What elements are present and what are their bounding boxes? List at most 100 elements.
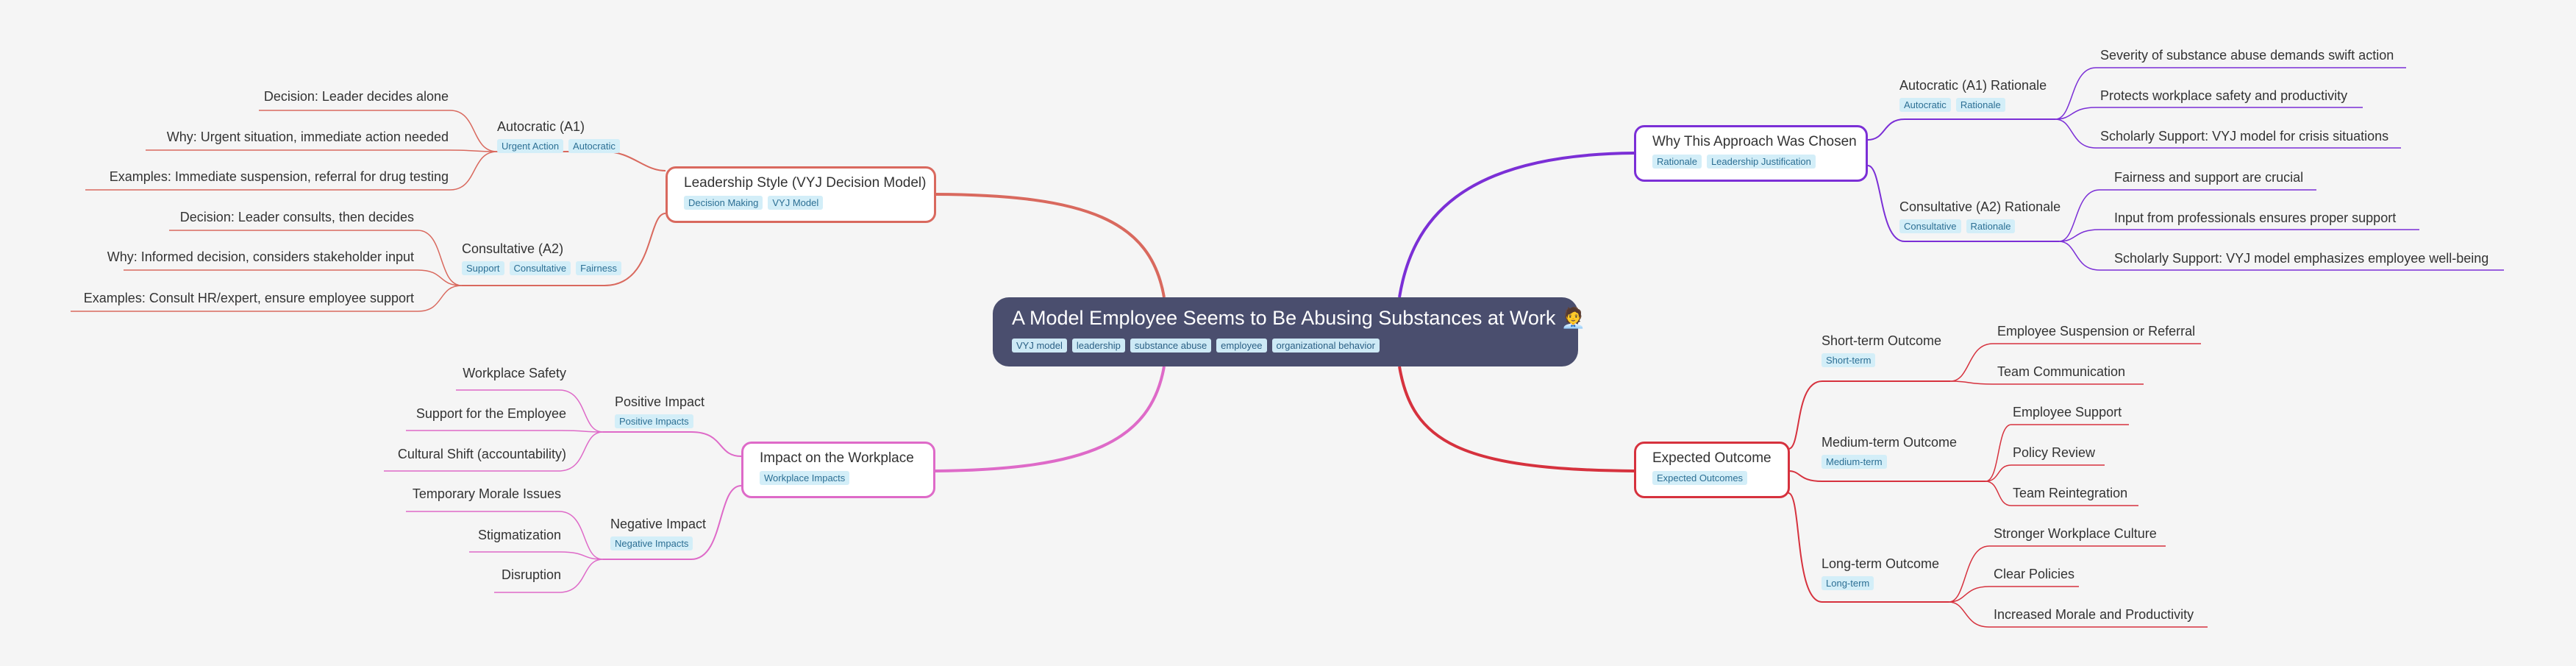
tag: substance abuse (1130, 339, 1212, 353)
leaf-node[interactable]: Team Communication (1997, 364, 2126, 379)
tag: Negative Impacts (610, 536, 693, 550)
leaf-node[interactable]: Scholarly Support: VYJ model for crisis … (2100, 129, 2389, 144)
leaf-node[interactable]: Severity of substance abuse demands swif… (2100, 48, 2394, 63)
leadership-a1-node[interactable]: Autocratic (A1) Urgent Action Autocratic (497, 119, 620, 153)
node-tags: Long-term (1822, 576, 1939, 590)
tag: Autocratic (568, 139, 620, 153)
node-tags: Expected Outcomes (1652, 471, 1772, 485)
link-leadership-a2 (462, 213, 666, 286)
impact-positive-node[interactable]: Positive Impact Positive Impacts (615, 394, 704, 428)
leaf-node[interactable]: Employee Suspension or Referral (1997, 324, 2196, 339)
node-title: Long-term Outcome (1822, 556, 1940, 571)
leaf-node[interactable]: Temporary Morale Issues (412, 486, 561, 501)
link-outcome-medium (1788, 470, 1985, 482)
why-a1-node[interactable]: Autocratic (A1) Rationale Autocratic Rat… (1899, 78, 2047, 112)
link-why-a2 (1867, 165, 2059, 242)
tag: Consultative (1899, 219, 1961, 233)
node-title: Autocratic (A1) Rationale (1899, 78, 2047, 93)
tag: VYJ Model (768, 196, 824, 210)
tag: organizational behavior (1271, 339, 1380, 353)
link-impact-negative (603, 485, 742, 560)
tag: Workplace Impacts (760, 471, 850, 485)
node-tags: Medium-term (1822, 455, 1957, 469)
outcome-short-node[interactable]: Short-term Outcome Short-term (1822, 333, 1941, 367)
node-tags: Consultative Rationale (1899, 219, 2061, 233)
leaf-node[interactable]: Support for the Employee (415, 406, 566, 421)
root-tags: VYJ model leadership substance abuse emp… (1012, 339, 1559, 353)
node-tags: Short-term (1822, 353, 1941, 367)
leaf-node[interactable]: Stigmatization (477, 528, 561, 542)
tag: Urgent Action (497, 139, 564, 153)
leaf-node[interactable]: Decision: Leader decides alone (263, 89, 449, 104)
tag: Fairness (576, 261, 621, 275)
leaf-node[interactable]: Decision: Leader consults, then decides (179, 210, 414, 224)
leaf-node[interactable]: Cultural Shift (accountability) (397, 447, 566, 461)
link-root-why (1398, 152, 1635, 298)
leaf-node[interactable]: Stronger Workplace Culture (1994, 526, 2157, 541)
leaf-node[interactable]: Why: Urgent situation, immediate action … (166, 130, 449, 144)
tag: Support (462, 261, 504, 275)
leaf-node[interactable]: Examples: Immediate suspension, referral… (109, 169, 449, 184)
root-title: A Model Employee Seems to Be Abusing Sub… (1012, 307, 1586, 329)
tag: Short-term (1822, 353, 1876, 367)
leaf-node[interactable]: Policy Review (2013, 445, 2096, 460)
tag: Positive Impacts (615, 414, 693, 428)
why-a2-node[interactable]: Consultative (A2) Rationale Consultative… (1899, 199, 2061, 233)
leaf-node[interactable]: Scholarly Support: VYJ model emphasizes … (2114, 251, 2489, 266)
leaf-node[interactable]: Fairness and support are crucial (2114, 170, 2304, 185)
tag: Medium-term (1822, 455, 1887, 469)
outcome-medium-node[interactable]: Medium-term Outcome Medium-term (1822, 435, 1957, 469)
tag: Autocratic (1899, 98, 1951, 112)
node-tags: Decision Making VYJ Model (684, 196, 918, 210)
node-title: Consultative (A2) Rationale (1899, 199, 2061, 214)
link-root-outcome (1398, 366, 1635, 472)
node-title: Expected Outcome (1652, 450, 1772, 466)
node-tags: Urgent Action Autocratic (497, 139, 620, 153)
tag: leadership (1071, 339, 1125, 353)
node-title: Consultative (A2) (462, 241, 564, 256)
outcome-node[interactable]: Expected Outcome Expected Outcomes (1634, 442, 1790, 498)
tag: Leadership Justification (1706, 155, 1816, 169)
tag: VYJ model (1012, 339, 1067, 353)
tag: Long-term (1822, 576, 1874, 590)
tag: employee (1216, 339, 1267, 353)
node-title: Autocratic (A1) (497, 119, 585, 134)
node-title: Short-term Outcome (1822, 333, 1942, 348)
impact-negative-node[interactable]: Negative Impact Negative Impacts (610, 517, 706, 550)
leaf-node[interactable]: Disruption (501, 567, 561, 582)
leaf-node[interactable]: Protects workplace safety and productivi… (2100, 88, 2348, 103)
root-node[interactable]: A Model Employee Seems to Be Abusing Sub… (993, 297, 1586, 366)
tag: Rationale (1652, 155, 1702, 169)
leadership-node[interactable]: Leadership Style (VYJ Decision Model) De… (666, 166, 936, 223)
node-title: Impact on the Workplace (760, 450, 914, 466)
why-node[interactable]: Why This Approach Was Chosen Rationale L… (1634, 125, 1868, 182)
node-tags: Support Consultative Fairness (462, 261, 621, 275)
link-why-a1 (1867, 118, 2055, 141)
leaf-node[interactable]: Employee Support (2013, 405, 2122, 419)
leaf-node[interactable]: Team Reintegration (2013, 486, 2128, 500)
leaf-node[interactable]: Why: Informed decision, considers stakeh… (107, 249, 414, 264)
tag: Rationale (1955, 98, 2005, 112)
node-title: Positive Impact (615, 394, 705, 409)
tag: Consultative (509, 261, 571, 275)
leaf-node[interactable]: Input from professionals ensures proper … (2114, 210, 2397, 225)
leaf-node[interactable]: Workplace Safety (463, 366, 566, 380)
node-title: Why This Approach Was Chosen (1652, 134, 1857, 149)
link-impact-positive (603, 431, 742, 457)
impact-node[interactable]: Impact on the Workplace Workplace Impact… (741, 442, 935, 498)
link-root-leadership (935, 193, 1166, 298)
outcome-long-node[interactable]: Long-term Outcome Long-term (1822, 556, 1939, 590)
tag: Rationale (1966, 219, 2016, 233)
leaf-node[interactable]: Examples: Consult HR/expert, ensure empl… (83, 291, 414, 305)
node-title: Medium-term Outcome (1822, 435, 1958, 450)
node-tags: Negative Impacts (610, 536, 706, 550)
leaf-node[interactable]: Increased Morale and Productivity (1994, 607, 2194, 622)
node-tags: Workplace Impacts (760, 471, 917, 485)
node-tags: Autocratic Rationale (1899, 98, 2047, 112)
leadership-a2-node[interactable]: Consultative (A2) Support Consultative F… (462, 241, 621, 275)
tag: Decision Making (684, 196, 763, 210)
link-leadership-a1 (497, 151, 666, 171)
leaf-node[interactable]: Clear Policies (1994, 567, 2075, 581)
node-title: Leadership Style (VYJ Decision Model) (684, 175, 927, 191)
